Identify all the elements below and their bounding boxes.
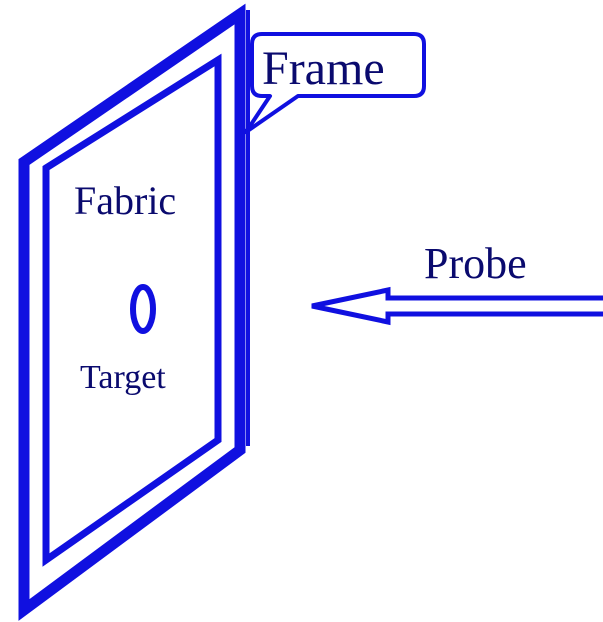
probe-arrow bbox=[311, 286, 603, 326]
target-marker bbox=[130, 284, 156, 334]
frame-callout-bubble bbox=[244, 32, 426, 134]
fabric-label: Fabric bbox=[74, 178, 176, 223]
target-label: Target bbox=[80, 359, 166, 396]
frame-label: Frame bbox=[262, 42, 385, 95]
fabric-inner-border bbox=[42, 53, 222, 567]
frame-outer-border bbox=[18, 3, 246, 621]
probe-label: Probe bbox=[424, 239, 527, 288]
